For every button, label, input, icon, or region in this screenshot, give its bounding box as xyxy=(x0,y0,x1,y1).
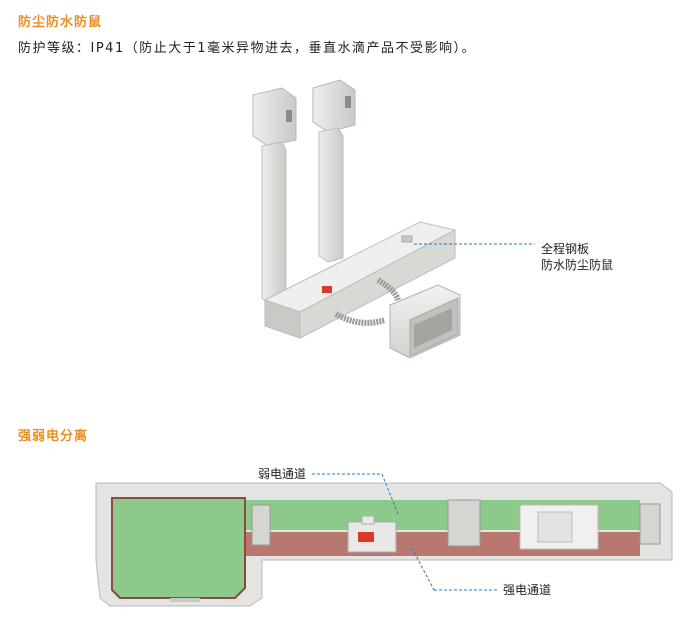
leader-line-weak xyxy=(381,473,399,515)
callout-line1: 全程钢板 xyxy=(541,242,590,256)
section-title-separation: 强弱电分离 xyxy=(18,429,89,444)
callout-steel-plate: 全程钢板 防水防尘防鼠 xyxy=(541,241,613,273)
protection-rating-text: 防护等级：IP41（防止大于1毫米异物进去，垂直水滴产品不受影响）。 xyxy=(18,41,476,56)
leader-line-strong xyxy=(411,547,435,591)
section-title-dustproof: 防尘防水防鼠 xyxy=(18,15,103,30)
junction-box xyxy=(389,284,461,359)
callout-strong-channel: 强电通道 xyxy=(503,583,552,597)
right-post xyxy=(312,79,356,263)
callout-weak-channel: 弱电通道 xyxy=(258,467,307,481)
center-socket xyxy=(347,521,397,553)
left-post xyxy=(252,87,297,306)
callout-line2: 防水防尘防鼠 xyxy=(541,258,614,272)
main-trunk xyxy=(263,221,457,339)
red-indicator xyxy=(322,286,332,293)
flex-conduit xyxy=(334,311,386,326)
